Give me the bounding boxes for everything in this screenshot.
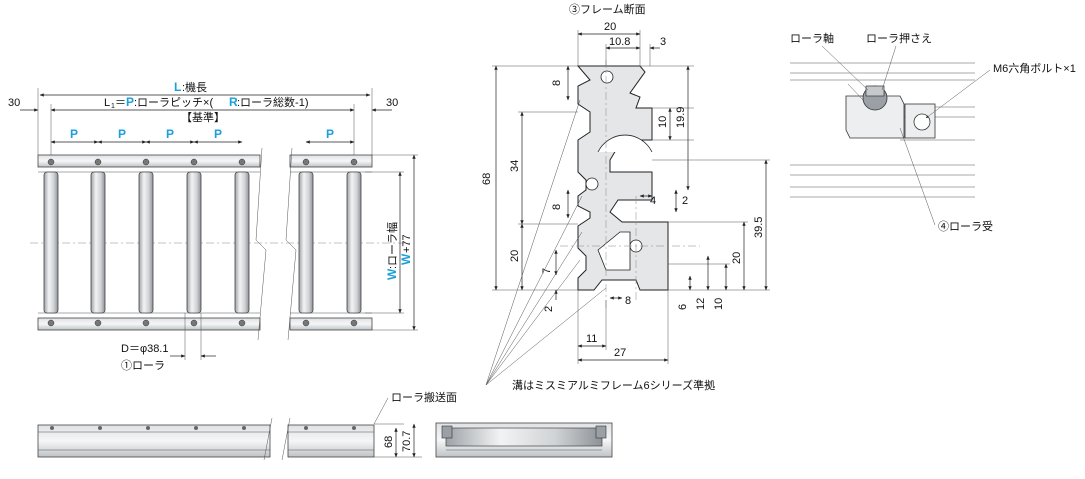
l1-prefix: L bbox=[104, 97, 110, 109]
roller-receiver bbox=[845, 95, 905, 139]
dim-left: 2 bbox=[543, 306, 555, 312]
end-dim-left: 30 bbox=[8, 97, 20, 109]
side-height-1: 68 bbox=[383, 436, 395, 448]
groove-note: 溝はミスミアルミフレーム6シリーズ準拠 bbox=[512, 378, 715, 392]
l1-sub: 1 bbox=[111, 103, 115, 110]
width-total-symbol: W bbox=[399, 253, 413, 265]
dim-bottom: 12 bbox=[695, 298, 707, 310]
dim-right: 2 bbox=[682, 195, 688, 207]
dim-right: 10 bbox=[657, 116, 669, 128]
plan-view: L :機長 L 1 ＝ P :ローラピッチ×( R :ローラ総数-1) 【基準】… bbox=[8, 80, 418, 372]
dim-left: 8 bbox=[551, 204, 563, 210]
dim-left: 8 bbox=[551, 80, 563, 86]
roller bbox=[186, 171, 202, 314]
break-line-right bbox=[285, 147, 297, 341]
basis-label: 【基準】 bbox=[181, 110, 225, 124]
l1-mid: :ローラピッチ×( bbox=[134, 96, 213, 109]
side-height-2: 70.7 bbox=[401, 431, 413, 452]
frame-profile: ③フレーム断面 20 10.8 3 68 34 20 8 8 bbox=[481, 2, 770, 392]
dim-top: 3 bbox=[660, 36, 666, 48]
length-symbol: L bbox=[174, 80, 181, 94]
detail-axle-label: ローラ軸 bbox=[790, 31, 834, 45]
l1-pitch-symbol: P bbox=[126, 95, 134, 109]
dim-right: 4 bbox=[650, 195, 656, 207]
dim-left: 7 bbox=[541, 268, 553, 274]
dim-left: 20 bbox=[509, 250, 521, 262]
dim-bottom: 27 bbox=[614, 347, 626, 359]
dim-bottom: 8 bbox=[625, 295, 631, 307]
roller-diameter: D＝φ38.1 bbox=[121, 343, 169, 355]
width-total-suffix: +77 bbox=[401, 234, 413, 253]
profile-title: ③フレーム断面 bbox=[569, 2, 646, 16]
dim-left: 68 bbox=[481, 173, 493, 185]
l1-eq: ＝ bbox=[115, 97, 126, 109]
width-symbol: W bbox=[385, 268, 399, 280]
roller bbox=[298, 171, 314, 314]
dim-bottom: 10 bbox=[713, 298, 725, 310]
roller bbox=[43, 171, 59, 314]
dim-bottom: 11 bbox=[586, 333, 597, 345]
side-view: ローラ搬送面 68 70.7 bbox=[37, 390, 613, 461]
dim-bottom: 6 bbox=[677, 304, 689, 310]
break-line-left bbox=[255, 147, 267, 341]
frame-cross-section bbox=[576, 65, 669, 291]
roller-callout: ①ローラ bbox=[121, 359, 165, 372]
surface-label: ローラ搬送面 bbox=[391, 390, 457, 404]
dim-top: 20 bbox=[604, 21, 616, 33]
roller-support-detail: ローラ軸 ローラ押さえ M6六角ボルト×1 ④ローラ受 bbox=[790, 31, 1076, 233]
roller bbox=[90, 171, 106, 314]
top-frame-rail-right bbox=[289, 154, 373, 168]
detail-bolt-label: M6六角ボルト×1 bbox=[993, 62, 1076, 75]
pitch-label: P bbox=[214, 127, 222, 141]
l1-end: :ローラ総数-1) bbox=[237, 95, 309, 109]
width-label: :ローラ幅 bbox=[386, 222, 399, 269]
dim-top: 10.8 bbox=[609, 36, 630, 48]
side-rail-left bbox=[37, 424, 271, 458]
pitch-label: P bbox=[118, 127, 126, 141]
roller bbox=[138, 171, 154, 314]
end-dim-right: 30 bbox=[386, 97, 398, 109]
bottom-frame-rail-right bbox=[289, 317, 373, 331]
pitch-label: P bbox=[326, 127, 334, 141]
dim-left: 34 bbox=[509, 160, 521, 172]
pitch-label: P bbox=[70, 127, 78, 141]
pitch-label: P bbox=[166, 127, 174, 141]
length-label: :機長 bbox=[182, 80, 207, 94]
dim-right: 20 bbox=[731, 252, 743, 264]
roller-group bbox=[43, 171, 362, 314]
detail-receiver-label: ④ローラ受 bbox=[938, 220, 993, 233]
dim-right: 19.9 bbox=[675, 107, 687, 128]
l1-roller-symbol: R bbox=[229, 95, 238, 109]
detail-retainer-label: ローラ押さえ bbox=[866, 31, 932, 45]
roller bbox=[234, 171, 250, 314]
side-rail-right bbox=[287, 424, 375, 458]
dim-right: 39.5 bbox=[753, 217, 765, 238]
roller bbox=[346, 171, 362, 314]
